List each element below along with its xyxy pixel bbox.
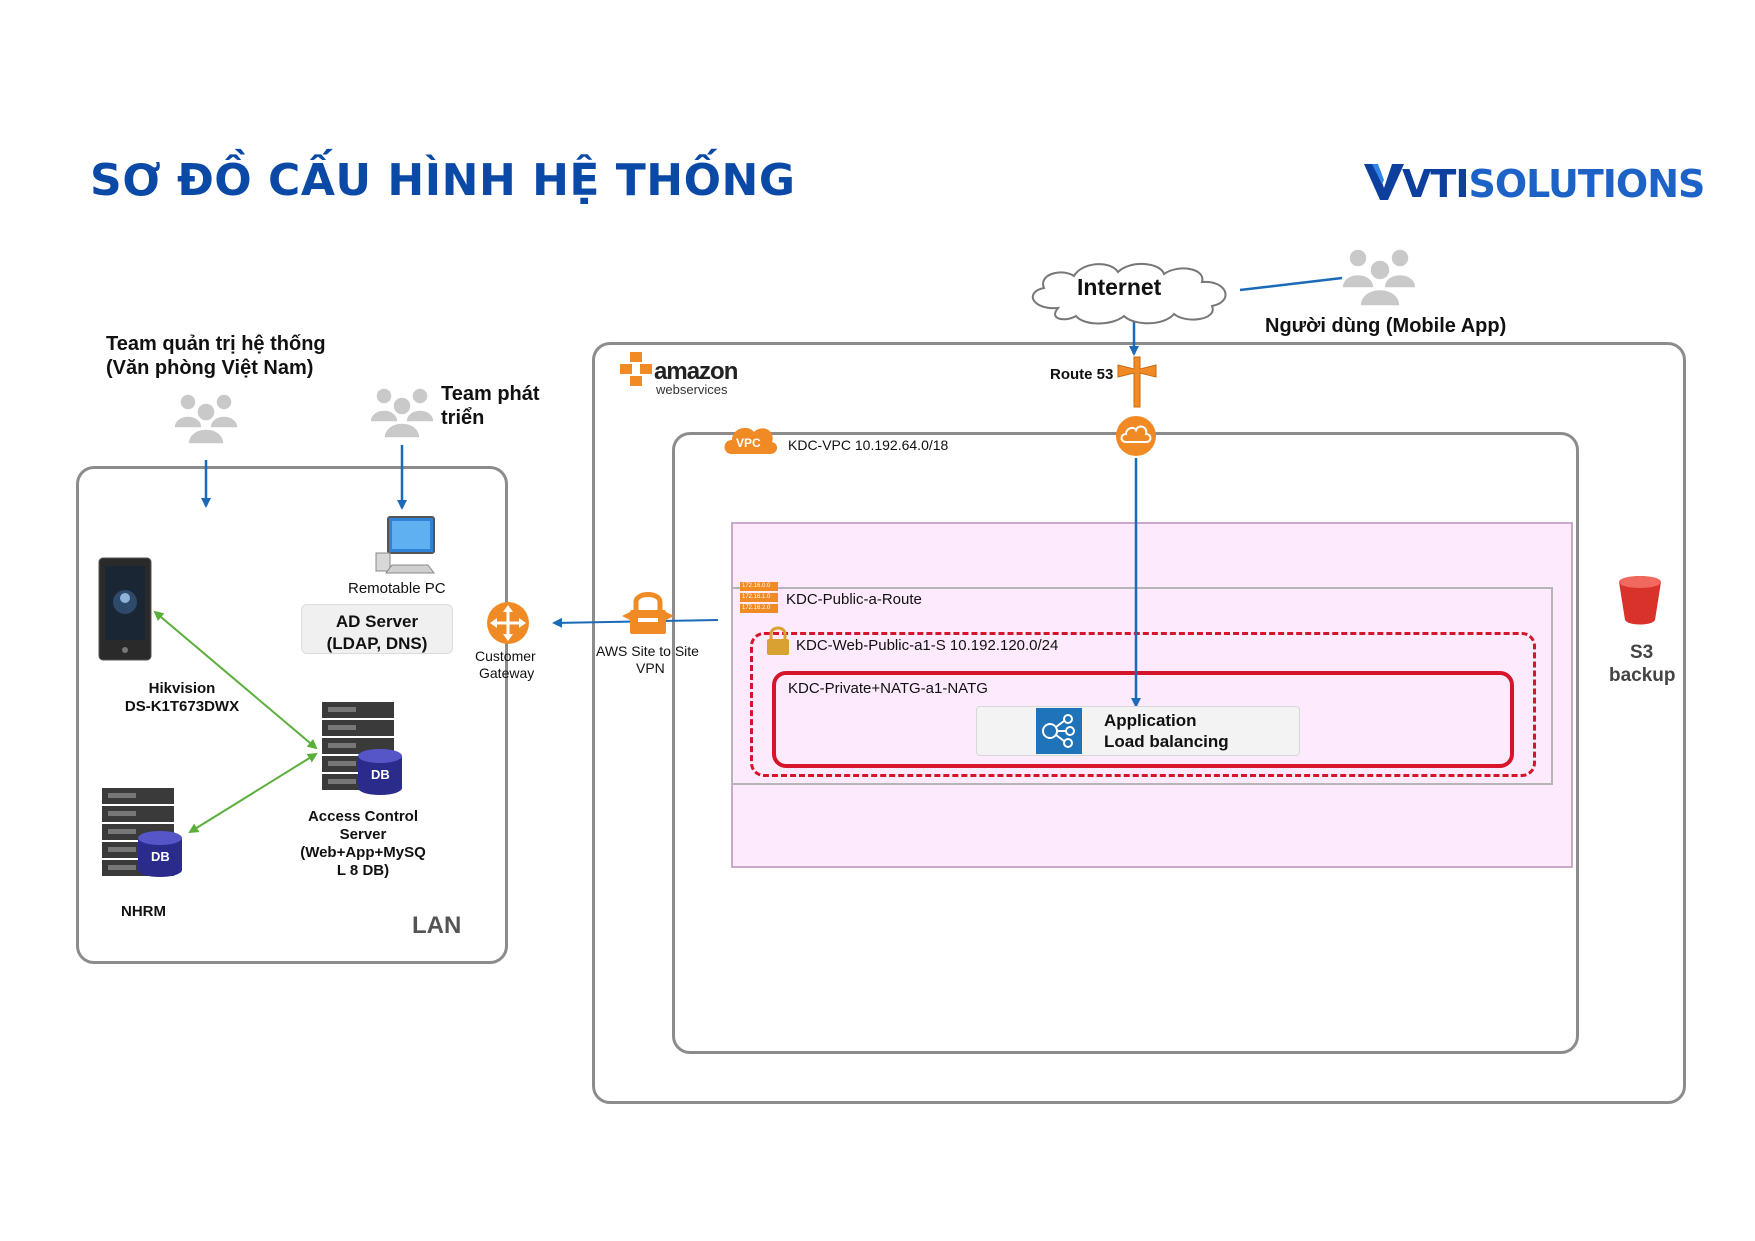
mobile-users-label: Người dùng (Mobile App) [1265,315,1507,337]
s3-line1: S3 [1630,642,1654,663]
vpc-badge-label: VPC [736,436,761,450]
aws-vpn-line1: AWS Site to Site [596,643,699,659]
subnet-lock-icon [767,626,789,655]
team-admin-line2: (Văn phòng Việt Nam) [106,357,314,379]
customer-gateway-line1: Customer [475,648,536,664]
route53-icon [1117,356,1157,408]
hikvision-to-access-server-link [153,610,318,750]
ad-server-box: AD Server (LDAP, DNS) [301,604,453,654]
public-route-area [731,587,1553,785]
customer-gateway-line2: Gateway [479,665,535,681]
remotable-pc-icon [375,516,435,574]
alb-box [976,706,1300,756]
lan-label: LAN [412,912,462,939]
aws-cubes-icon [620,352,652,386]
vpc-badge-icon [724,427,778,454]
route-table-row: 172.16.0.0 [740,582,778,591]
team-dev-icon [370,387,434,439]
route-table-row: 172.16.2.0 [740,604,778,613]
page-title: SƠ ĐỒ CẤU HÌNH HỆ THỐNG [90,155,796,206]
hikvision-device-icon [98,557,152,661]
nhrm-label: NHRM [121,903,166,920]
s3-bucket-icon [1619,576,1661,625]
access-control-server-icon [322,702,402,795]
alb-line2: Load balancing [1104,732,1229,751]
vpc-label: KDC-VPC 10.192.64.0/18 [788,437,949,453]
nhrm-db-label: DB [151,849,170,864]
web-subnet-label: KDC-Web-Public-a1-S 10.192.120.0/24 [796,637,1059,654]
vti-logo: VTISOLUTIONS [1362,160,1705,208]
team-admin-line1: Team quản trị hệ thống [106,333,326,355]
internet-cloud-icon [1031,263,1227,325]
route-table-row: 172.16.1.0 [740,593,778,602]
team-dev-line2: triển [441,407,485,429]
aws-vpn-icon [622,592,674,634]
hikvision-label: Hikvision DS-K1T673DWX [112,680,252,716]
hikvision-line2: DS-K1T673DWX [124,698,240,715]
nhrm-to-access-server-link [188,752,318,834]
remotable-pc-label: Remotable PC [348,580,446,597]
access-control-label: Access Control Server (Web+App+MySQ L 8 … [288,808,438,880]
lan-boundary [76,466,508,964]
internet-to-users-line [1239,276,1343,292]
s3-line2: backup [1609,665,1676,686]
customer-gateway-icon [487,602,529,644]
availability-zone-area [731,522,1573,868]
aws-vpn-line2: VPN [636,660,665,676]
ad-server-line1: AD Server [335,612,419,631]
internet-gateway-icon [1116,416,1156,456]
team-admin-icon [174,393,238,445]
private-subnet-label: KDC-Private+NATG-a1-NATG [788,680,988,697]
hikvision-line1: Hikvision [148,680,216,697]
aws-logo-line2: webservices [656,382,728,397]
route53-label: Route 53 [1050,366,1114,383]
vti-logo-icon [1364,164,1404,200]
access-control-db-label: DB [371,767,390,782]
access-control-line1: Access Control [307,808,419,825]
aws-logo-line1: amazon [654,358,738,385]
route-table-label: KDC-Public-a-Route [786,591,922,608]
load-balancer-icon [1036,708,1082,754]
vti-logo-part2: SOLUTIONS [1468,162,1705,206]
ad-server-line2: (LDAP, DNS) [326,634,428,653]
alb-line1: Application [1104,711,1197,730]
mobile-users-icon [1341,248,1417,307]
vti-logo-text: VTISOLUTIONS [1402,162,1705,206]
access-control-line4: L 8 DB) [336,862,390,879]
internet-label: Internet [1077,274,1162,300]
vti-logo-part1: VTI [1402,162,1469,206]
private-natg-subnet [772,671,1514,768]
aws-cloud-boundary [592,342,1686,1104]
access-control-line3: (Web+App+MySQ [300,844,426,861]
route-table-icon: 172.16.0.0 172.16.1.0 172.16.2.0 [740,582,778,613]
web-public-subnet [750,632,1536,777]
nhrm-server-icon [102,788,182,877]
team-dev-line1: Team phát [441,383,540,405]
access-control-line2: Server [339,826,387,843]
